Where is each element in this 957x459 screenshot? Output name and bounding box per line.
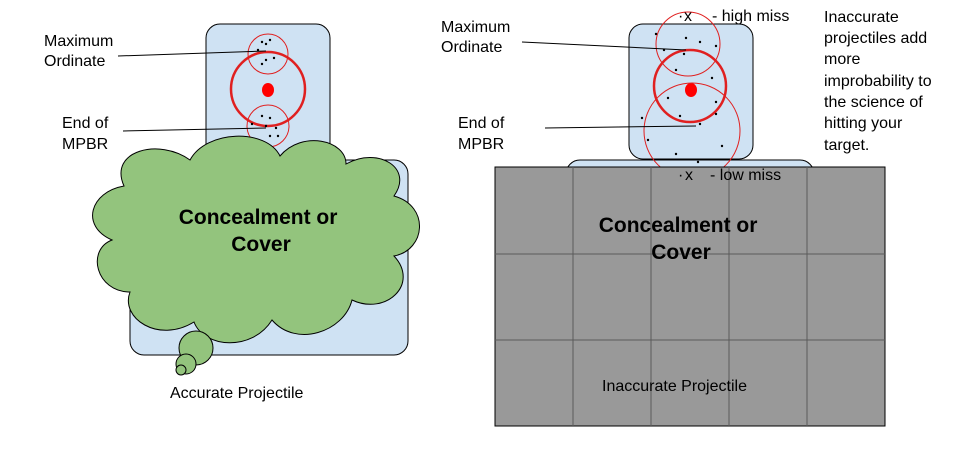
left-caption: Accurate Projectile — [170, 385, 303, 402]
left-thought-bubble-small — [175, 364, 187, 376]
left-impact-point — [262, 83, 274, 97]
left-cover-cloud — [92, 135, 420, 344]
right-upper-group-circle — [655, 11, 721, 77]
left-max-ordinate-pointer — [117, 50, 267, 57]
right-end-mpbr-label: End of MPBR — [458, 115, 509, 153]
right-cover-wall — [494, 166, 886, 427]
right-main-group-circle — [652, 48, 728, 124]
right-low-miss-label: - low miss — [710, 167, 781, 184]
right-note: Inaccurate projectiles add more improbab… — [824, 9, 936, 154]
right-caption: Inaccurate Projectile — [602, 378, 747, 395]
left-cover-label: Concealment or Cover — [179, 206, 344, 256]
left-upper-group-circle — [247, 33, 289, 75]
right-high-miss-label: - high miss — [712, 8, 789, 25]
right-low-miss-dot: · — [678, 167, 683, 184]
left-lower-group-dots — [250, 114, 280, 138]
right-end-mpbr-pointer — [544, 125, 697, 129]
right-cover-label: Concealment or Cover — [599, 214, 764, 264]
left-max-ordinate-label: Maximum Ordinate — [44, 33, 118, 70]
right-impact-point — [685, 83, 697, 97]
right-max-ordinate-pointer — [521, 41, 687, 51]
right-low-miss-marker: x — [685, 167, 693, 184]
right-high-miss-dot: · — [678, 8, 683, 25]
right-scatter-dots — [640, 32, 724, 164]
left-panel: Maximum Ordinate End of MPBR Concealment… — [44, 23, 420, 402]
left-end-mpbr-pointer — [122, 127, 267, 132]
left-upper-group-dots — [256, 38, 276, 66]
right-panel: · x - high miss · x - low miss Maximum O… — [441, 8, 936, 427]
left-main-group-circle — [229, 50, 307, 128]
right-max-ordinate-label: Maximum Ordinate — [441, 19, 515, 56]
left-end-mpbr-label: End of MPBR — [62, 115, 113, 153]
right-high-miss-marker: x — [684, 8, 692, 25]
